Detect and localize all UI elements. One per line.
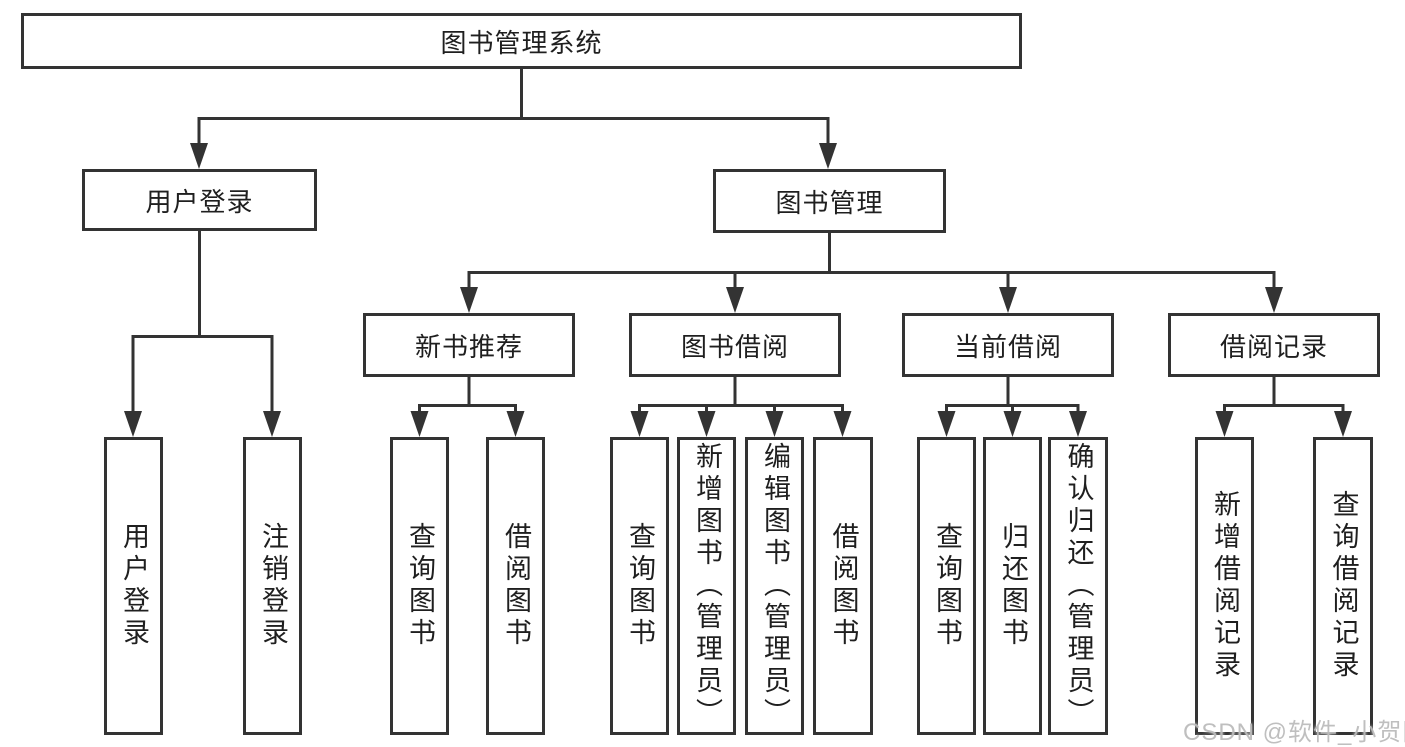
- arrowhead-icon: [630, 411, 649, 437]
- leaf-add-borrow-record: 新增借阅记录: [1195, 437, 1254, 735]
- leaf-label: 查询图书: [932, 522, 962, 650]
- leaf-label: 新增借阅记录: [1210, 490, 1240, 682]
- node-label: 借阅记录: [1219, 331, 1328, 362]
- arrowhead-icon: [190, 143, 208, 169]
- leaf-label: 编辑图书（管理员）: [760, 442, 790, 730]
- leaf-query-books-borrow: 查询图书: [610, 437, 669, 735]
- leaf-label: 注销登录: [258, 522, 288, 650]
- arrowhead-icon: [726, 287, 744, 313]
- leaf-confirm-return-admin: 确认归还（管理员）: [1048, 437, 1108, 735]
- connector-user-login: [131, 231, 274, 413]
- node-borrow-records: 借阅记录: [1168, 313, 1380, 377]
- leaf-label: 查询图书: [625, 522, 655, 650]
- node-root-system: 图书管理系统: [21, 13, 1022, 69]
- arrowhead-icon: [819, 143, 837, 169]
- arrowhead-icon: [506, 411, 525, 437]
- arrowhead-icon: [124, 411, 142, 437]
- connector-borrow-records: [1223, 377, 1345, 413]
- leaf-label: 借阅图书: [501, 522, 531, 650]
- arrowhead-icon: [765, 411, 784, 437]
- arrowheads: [124, 143, 1352, 437]
- leaf-label: 查询图书: [405, 522, 435, 650]
- leaf-label: 归还图书: [998, 522, 1028, 650]
- arrowhead-icon: [1215, 411, 1234, 437]
- node-label: 新书推荐: [414, 331, 523, 362]
- leaf-borrow-books-recommend: 借阅图书: [486, 437, 545, 735]
- node-label: 图书借阅: [680, 331, 789, 362]
- node-label: 图书管理系统: [440, 27, 603, 58]
- arrowhead-icon: [1265, 287, 1283, 313]
- leaf-label: 新增图书（管理员）: [692, 442, 722, 730]
- arrowhead-icon: [460, 287, 478, 313]
- connector-root: [197, 66, 830, 145]
- leaf-add-books-admin: 新增图书（管理员）: [677, 437, 736, 735]
- arrowhead-icon: [1069, 411, 1087, 437]
- node-label: 图书管理: [775, 187, 884, 218]
- connector-book-borrow: [638, 377, 844, 413]
- leaf-query-books-current: 查询图书: [917, 437, 976, 735]
- csdn-watermark: CSDN @软件_小贺同学: [1183, 719, 1405, 746]
- leaf-return-books: 归还图书: [983, 437, 1042, 735]
- node-book-borrow: 图书借阅: [629, 313, 841, 377]
- leaf-label: 用户登录: [119, 522, 149, 650]
- leaf-query-books-recommend: 查询图书: [390, 437, 449, 735]
- leaf-label: 确认归还（管理员）: [1063, 442, 1094, 730]
- node-new-book-recommend: 新书推荐: [363, 313, 575, 377]
- connector-current-borrow: [945, 377, 1080, 413]
- leaf-label: 借阅图书: [828, 522, 859, 650]
- node-book-management: 图书管理: [713, 169, 946, 233]
- arrowhead-icon: [1334, 411, 1352, 437]
- connector-book-management: [467, 233, 1276, 289]
- arrowhead-icon: [999, 287, 1017, 313]
- leaf-user-login: 用户登录: [104, 437, 163, 735]
- node-current-borrow: 当前借阅: [902, 313, 1114, 377]
- connector-new-book: [418, 377, 517, 413]
- leaf-edit-books-admin: 编辑图书（管理员）: [745, 437, 804, 735]
- leaf-query-borrow-record: 查询借阅记录: [1313, 437, 1373, 735]
- arrowhead-icon: [937, 411, 956, 437]
- node-label: 当前借阅: [953, 331, 1062, 362]
- arrowhead-icon: [833, 411, 852, 437]
- arrowhead-icon: [263, 411, 281, 437]
- arrowhead-icon: [697, 411, 716, 437]
- leaf-logout: 注销登录: [243, 437, 302, 735]
- leaf-borrow-books: 借阅图书: [813, 437, 873, 735]
- node-label: 用户登录: [145, 186, 254, 217]
- arrowhead-icon: [1003, 411, 1022, 437]
- node-user-login: 用户登录: [82, 169, 317, 231]
- arrowhead-icon: [410, 411, 429, 437]
- leaf-label: 查询借阅记录: [1328, 490, 1359, 682]
